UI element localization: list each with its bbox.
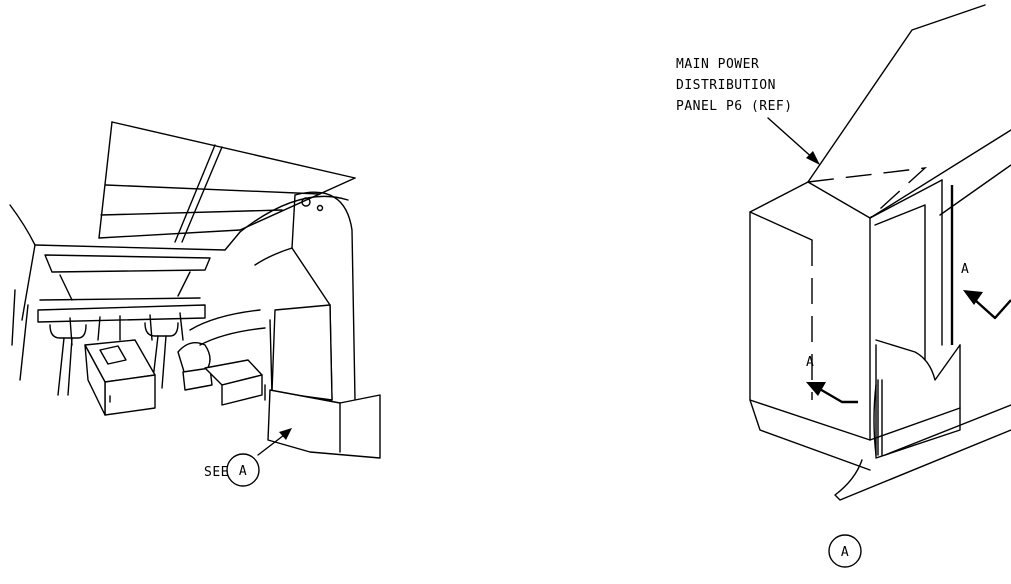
section-arrowhead-left-icon (806, 382, 826, 396)
p6-panel-body (749, 179, 961, 441)
section-arrow-a-right: A (961, 262, 1011, 320)
detail-a-callout-letter: A (239, 464, 247, 479)
cockpit-overview-drawing: SEE A (9, 121, 381, 487)
section-arrow-letter-right: A (961, 262, 969, 277)
detail-a-drawing: MAIN POWER DISTRIBUTION PANEL P6 (REF) (676, 4, 1011, 568)
detail-a-circle (828, 534, 862, 568)
callout-arrowhead-icon (279, 428, 292, 440)
panel-label-line-1: MAIN POWER (676, 57, 759, 72)
detail-a-callout-circle (226, 453, 260, 487)
side-wall (189, 309, 266, 346)
p6-panel-arch (239, 191, 381, 459)
section-arrowhead-right-icon (963, 290, 983, 305)
detail-a-letter: A (841, 545, 849, 560)
see-detail-a-callout: SEE A (204, 428, 292, 487)
detail-a-identifier: A (828, 534, 862, 568)
leader-arrowhead-icon (806, 151, 820, 165)
windshield-frame (9, 204, 241, 381)
lower-rail (749, 339, 1011, 501)
section-arrow-a-left: A (806, 355, 858, 404)
panel-reference-label: MAIN POWER DISTRIBUTION PANEL P6 (REF) (676, 57, 820, 165)
ceiling-panels (98, 121, 356, 243)
section-arrow-letter-left: A (806, 355, 814, 370)
upper-structure (807, 4, 1011, 219)
panel-label-line-3: PANEL P6 (REF) (676, 99, 793, 114)
copilot-seat (177, 342, 263, 406)
main-instrument-panel (37, 304, 206, 346)
panel-label-line-2: DISTRIBUTION (676, 78, 776, 93)
see-label: SEE (204, 465, 229, 480)
center-pedestal (84, 339, 156, 416)
